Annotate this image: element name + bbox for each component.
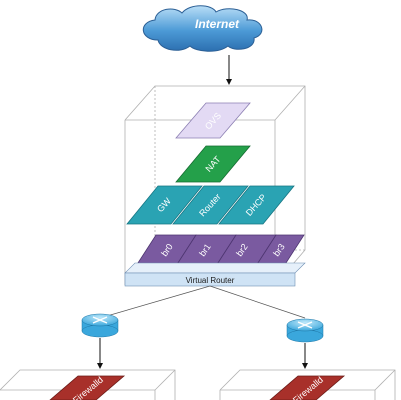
bridges-layer: br0 br1 br2 br3 [135, 234, 305, 267]
firewall-box-right: Firewalld [219, 369, 396, 400]
firewall-box-left: Firewalld [0, 369, 176, 400]
internet-label: Internet [195, 17, 240, 31]
gw-slab [126, 185, 203, 225]
link-right-router [209, 285, 306, 319]
internet-cloud: Internet [142, 5, 263, 52]
nat-layer: NAT [175, 145, 251, 183]
virtual-router-base: Virtual Router [124, 262, 306, 287]
ovs-layer: OVS [175, 102, 251, 139]
router-icon-left [81, 313, 119, 338]
dhcp-slab [218, 185, 295, 225]
router-slab [172, 185, 249, 225]
virtual-router-label: Virtual Router [186, 276, 235, 285]
services-layer: GW Router DHCP [126, 185, 295, 225]
link-left-router [99, 285, 211, 319]
router-icon-right [286, 318, 324, 343]
